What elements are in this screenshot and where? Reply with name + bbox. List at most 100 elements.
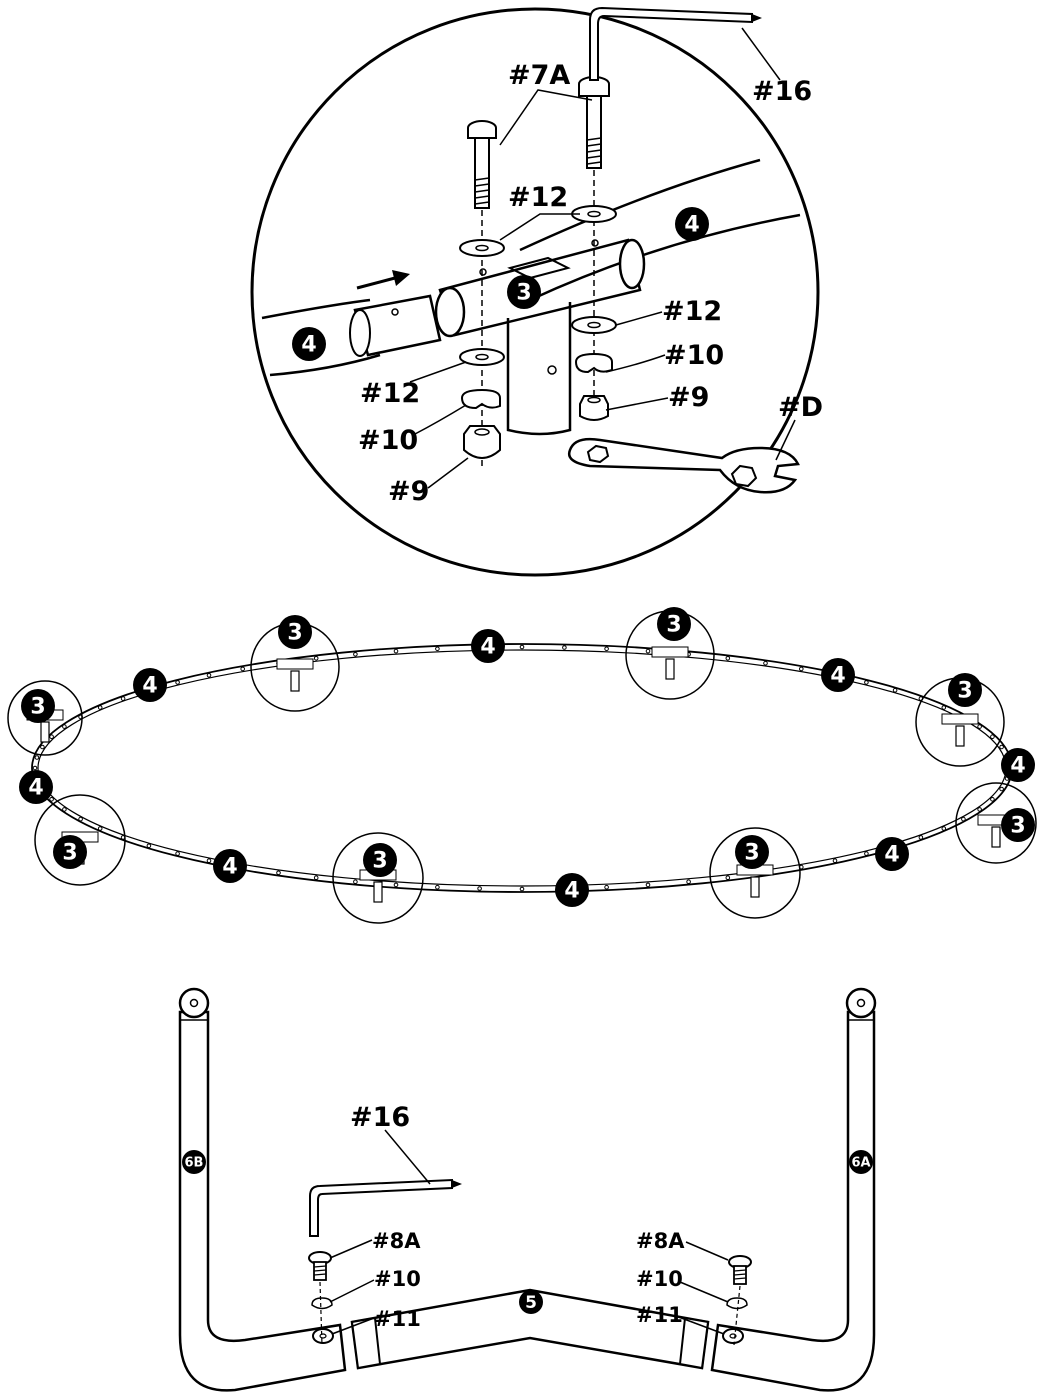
ring-hole — [519, 886, 525, 892]
label-10-right-base: #10 — [636, 1267, 683, 1291]
ring-rail-label: 4 — [28, 776, 43, 801]
leg-6b-hole — [189, 998, 199, 1008]
badge-leg-6b: 6B — [182, 1150, 206, 1174]
leg-6b — [178, 1010, 347, 1392]
ring-joint-label: 3 — [957, 679, 972, 704]
ring-hole — [49, 734, 54, 740]
bolt-7a-left — [467, 120, 497, 209]
ring-hole — [240, 666, 245, 672]
svg-text:4: 4 — [301, 333, 316, 358]
lock-washer-10-right — [574, 352, 613, 374]
tube-hole — [591, 239, 599, 247]
wrench-hex-large — [730, 464, 758, 488]
ring-hole — [435, 646, 440, 652]
ring-hole — [34, 755, 40, 760]
ring-hole — [864, 680, 869, 685]
ring-joint: 3 — [955, 782, 1037, 864]
svg-text:4: 4 — [684, 213, 699, 238]
label-10-left-base: #10 — [374, 1267, 421, 1291]
ring-hole — [40, 744, 45, 750]
t-joint-leg — [506, 302, 572, 436]
leader-16 — [741, 27, 781, 81]
ring-rail-badge — [821, 658, 855, 692]
leader-11-right — [675, 1315, 725, 1335]
ring-hole — [645, 882, 651, 888]
ring-hole — [353, 879, 358, 885]
leader-12-right — [615, 311, 663, 326]
ring-joint-label: 3 — [372, 849, 387, 874]
ring-joints: 3 3 3 3 3 3 3 3 — [7, 607, 1037, 924]
ring-holes — [32, 644, 1012, 892]
base-view: #16 #8A #10 #11 #8A #10 #11 6B 6A 5 — [178, 987, 877, 1392]
leader-10-left-base — [329, 1279, 375, 1303]
leader-7a — [499, 89, 593, 146]
ring-joint: 3 — [34, 794, 126, 886]
ring-joint-badge — [1001, 808, 1035, 842]
label-8a-right: #8A — [636, 1229, 685, 1253]
ring-hole — [941, 705, 947, 710]
ring-hole — [892, 687, 898, 693]
ring-hole — [990, 797, 995, 802]
washer-12-left-bottom-hole — [475, 353, 489, 361]
ring-hole — [49, 797, 54, 802]
ring-hole — [393, 882, 399, 888]
ring-hole — [206, 673, 212, 678]
label-9-right: #9 — [668, 382, 709, 413]
leader-d — [775, 419, 796, 461]
label-16-top: #16 — [752, 76, 812, 107]
washer-11-left-hole — [319, 1333, 327, 1339]
ring-hole — [435, 884, 440, 890]
leader-9-right — [605, 397, 669, 411]
badge-part-4-right: 4 — [675, 207, 709, 241]
leader-11-left — [331, 1317, 375, 1335]
label-10-left: #10 — [358, 425, 418, 456]
t-joint-end-left — [434, 286, 466, 338]
base-tube-5-sleeve-left — [350, 1316, 382, 1370]
washer-12-right-bottom-hole — [587, 321, 601, 329]
label-7a: #7A — [508, 60, 570, 91]
bolt-7a-right — [578, 76, 610, 169]
leader-8a-right — [685, 1241, 729, 1261]
ring-hole — [146, 843, 152, 849]
ring-joint-badge — [53, 835, 87, 869]
label-9-left: #9 — [388, 476, 429, 507]
ring-joint-label: 3 — [30, 695, 45, 720]
ring-rail-badge — [213, 849, 247, 883]
ring-hole — [999, 744, 1004, 750]
ring-hole — [918, 835, 924, 840]
ring-hole — [393, 648, 399, 654]
badge-base-5: 5 — [519, 1290, 543, 1314]
label-12-top: #12 — [508, 182, 568, 213]
ring-hole — [519, 644, 525, 650]
ring-rail-label: 4 — [480, 635, 495, 660]
insert-arrow — [356, 270, 410, 290]
ring-joint-label: 3 — [287, 621, 302, 646]
svg-text:3: 3 — [516, 281, 531, 306]
ring-rail-badge — [1001, 748, 1035, 782]
ring-joint-badge — [735, 835, 769, 869]
ring-joint-label: 3 — [62, 841, 77, 866]
leader-10-right-base — [679, 1281, 729, 1303]
label-10-right: #10 — [664, 340, 724, 371]
screw-8a-right — [728, 1255, 752, 1285]
ring-hole — [313, 875, 319, 881]
ring-joint-badge — [657, 607, 691, 641]
leader-10-left — [414, 404, 467, 435]
tube-hole — [479, 268, 487, 276]
ring-joint: 3 — [332, 832, 424, 924]
base-tube-5-sleeve-right — [678, 1316, 710, 1370]
ring-hole — [832, 858, 838, 864]
leg-hole — [547, 365, 557, 375]
detail-view: #7A #16 #12 #12 #10 #9 #12 #10 #9 #D 3 4… — [250, 6, 823, 577]
ring-rail-badge — [555, 873, 589, 907]
leader-8a-left — [329, 1239, 373, 1259]
ring-joint: 3 — [709, 827, 801, 919]
ring-hole — [97, 826, 103, 831]
leader-12-left — [409, 361, 467, 383]
ring-joint-label: 3 — [666, 613, 681, 638]
ring-joint: 3 — [250, 615, 340, 712]
ring-rail-label: 4 — [1010, 754, 1025, 779]
label-11-right: #11 — [636, 1303, 683, 1327]
